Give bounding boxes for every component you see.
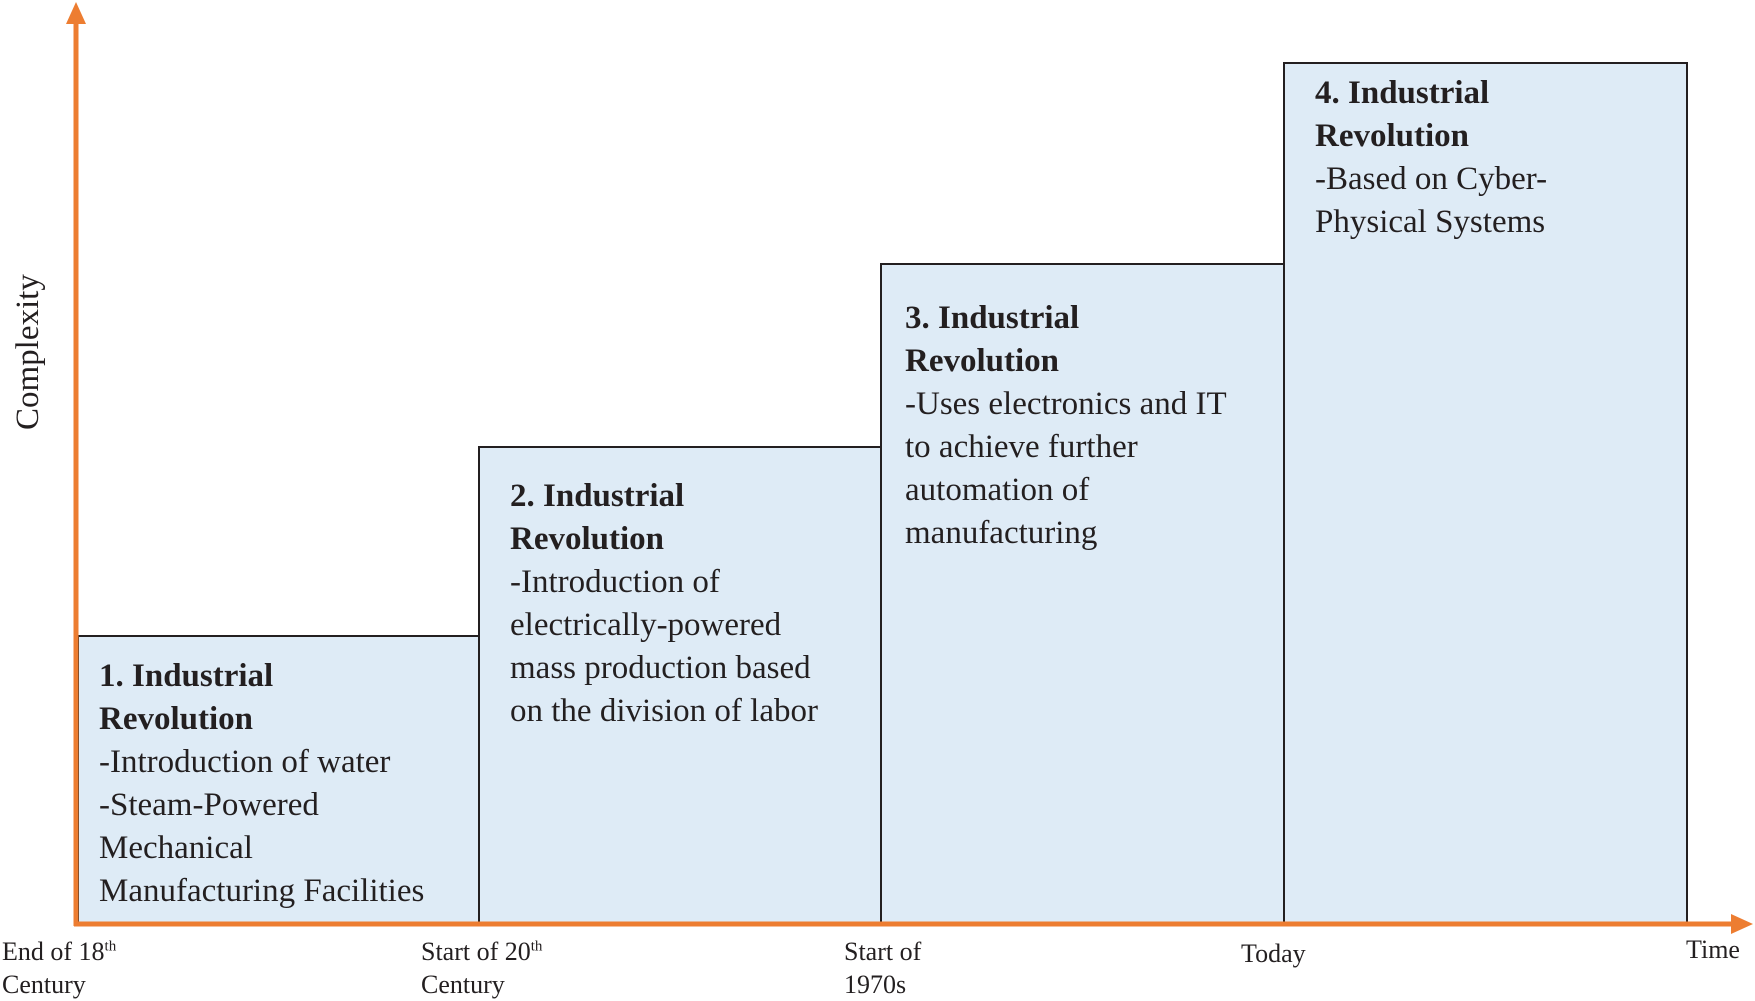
step-desc-4: -Based on Cyber- Physical Systems (1315, 161, 1548, 240)
x-tick-4: Today (1241, 937, 1306, 970)
step-title-3: 3. Industrial Revolution (905, 300, 1080, 379)
x-axis-label: Time (1686, 935, 1740, 964)
x-tick-2: Start of 20th Century (421, 935, 542, 1001)
x-tick-2-sup: th (530, 938, 543, 955)
x-tick-2-line1: Start of 20 (421, 937, 531, 966)
y-axis-label: Complexity (10, 274, 46, 430)
x-tick-4-line1: Today (1241, 939, 1306, 968)
step-box-3: 3. Industrial Revolution -Uses electroni… (880, 263, 1285, 925)
step-title-4: 4. Industrial Revolution (1315, 75, 1490, 154)
y-axis-arrow (66, 2, 86, 24)
step-desc-1: -Introduction of water -Steam-Powered Me… (99, 744, 425, 909)
x-tick-1-line1: End of 18 (2, 937, 105, 966)
x-tick-1-line2: Century (2, 970, 86, 999)
x-tick-2-line2: Century (421, 970, 505, 999)
step-title-1: 1. Industrial Revolution (99, 658, 274, 737)
x-tick-1-sup: th (104, 938, 117, 955)
step-desc-3: -Uses electronics and IT to achieve furt… (905, 386, 1227, 551)
x-tick-3-line2: 1970s (844, 970, 907, 999)
x-axis-arrow (1731, 914, 1753, 934)
step-box-1: 1. Industrial Revolution -Introduction o… (77, 635, 480, 925)
x-tick-3-line1: Start of (844, 937, 922, 966)
x-tick-1: End of 18th Century (2, 935, 116, 1001)
step-box-4: 4. Industrial Revolution -Based on Cyber… (1283, 62, 1688, 925)
step-desc-2: -Introduction of electrically-powered ma… (510, 564, 818, 729)
x-tick-3: Start of 1970s (844, 935, 921, 1001)
step-title-2: 2. Industrial Revolution (510, 478, 685, 557)
